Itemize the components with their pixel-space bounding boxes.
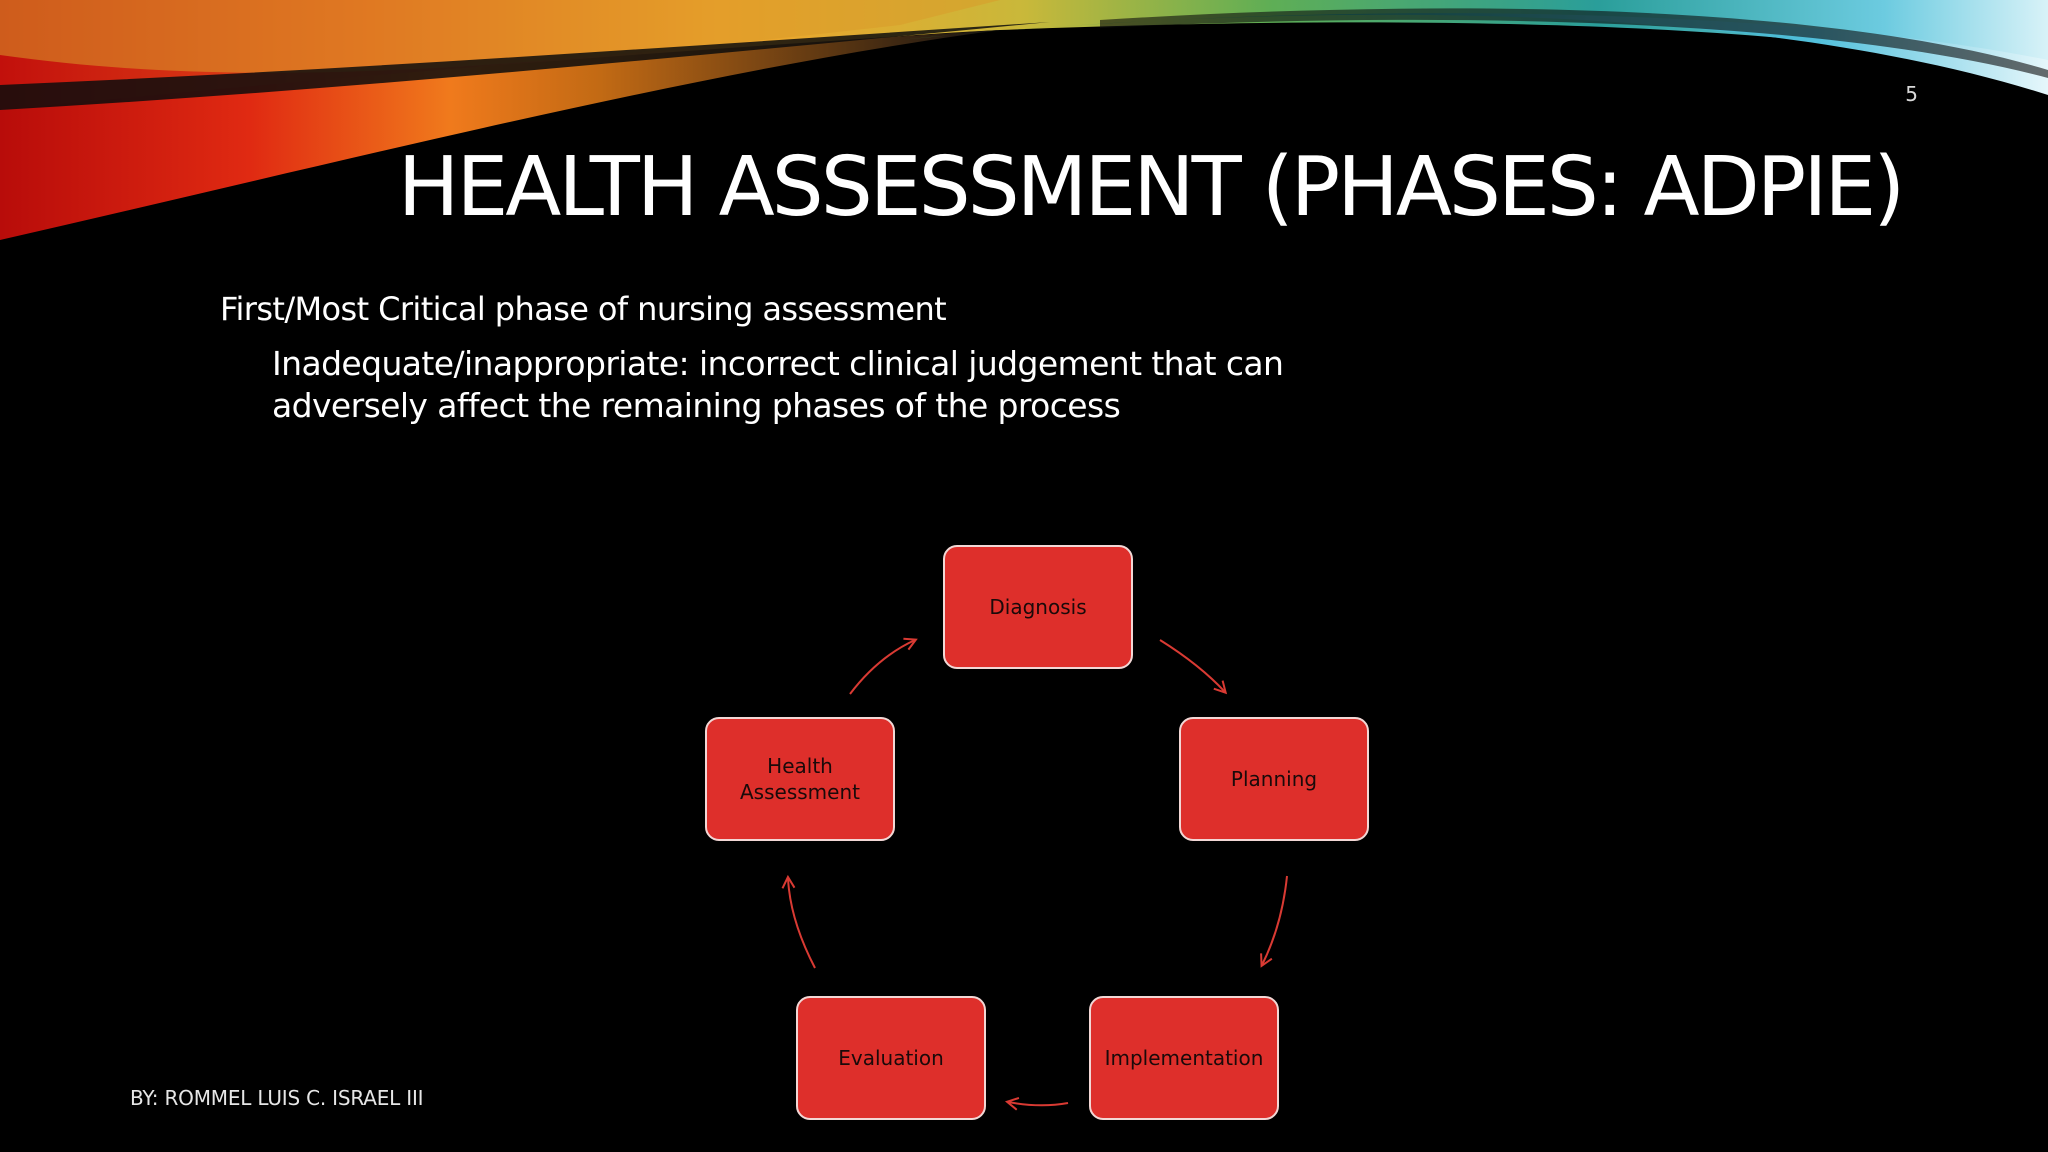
arrow-planning-to-implementation: [1260, 875, 1288, 968]
phase-implementation: Implementation: [1089, 996, 1279, 1120]
arrow-evaluation-to-health-assessment: [781, 874, 816, 969]
bullet-level-1: First/Most Critical phase of nursing ass…: [220, 290, 947, 328]
phase-diagnosis-label: Diagnosis: [989, 595, 1087, 619]
slide-title: HEALTH ASSESSMENT (PHASES: ADPIE): [397, 140, 1905, 235]
phase-evaluation: Evaluation: [796, 996, 986, 1120]
arrow-implementation-to-evaluation: [1004, 1096, 1069, 1111]
arrow-diagnosis-to-planning: [1159, 639, 1228, 695]
phase-planning: Planning: [1179, 717, 1369, 841]
decorative-banner: [0, 0, 2048, 240]
phase-evaluation-label: Evaluation: [838, 1046, 944, 1070]
arrow-health-assessment-to-diagnosis: [849, 637, 918, 695]
phase-health-assessment: Health Assessment: [705, 717, 895, 841]
phase-diagnosis: Diagnosis: [943, 545, 1133, 669]
slide-number: 5: [1905, 82, 1918, 106]
phase-implementation-label: Implementation: [1104, 1046, 1264, 1070]
bullet-level-2: Inadequate/inappropriate: incorrect clin…: [272, 344, 1284, 425]
author-credit: BY: ROMMEL LUIS C. ISRAEL III: [130, 1086, 424, 1110]
phase-planning-label: Planning: [1230, 767, 1318, 791]
phase-health-assessment-label: Health Assessment: [740, 754, 860, 804]
